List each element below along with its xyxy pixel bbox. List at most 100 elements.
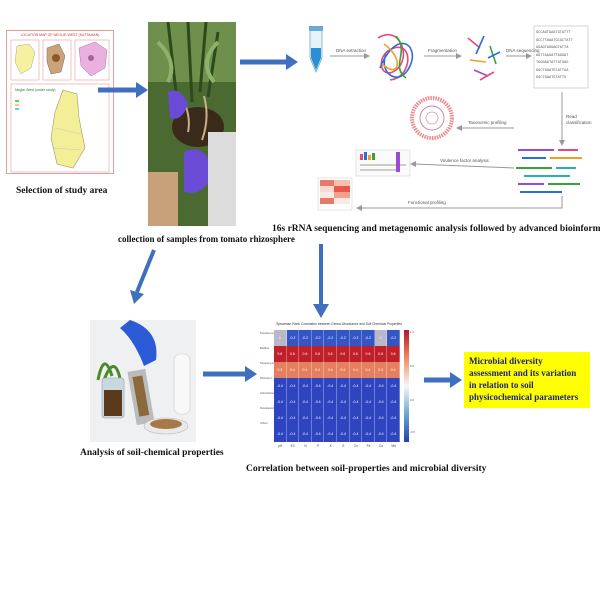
sequence-line: GGCTGAATGTATTGA: [536, 68, 569, 73]
heatmap-cell: -0.4: [311, 426, 325, 442]
heatmap-cell: 0.4: [311, 362, 325, 378]
caption-study-area: Selection of study area: [16, 186, 108, 196]
heatmap-cell: -0.4: [374, 426, 388, 442]
heatmap-cell: -0.4: [362, 378, 375, 394]
heatmap-cell: -0.2: [299, 330, 312, 346]
heatmap-cell: 0.6: [299, 346, 312, 362]
heatmap-cell: 0.6: [337, 346, 350, 362]
sequence-line: GGAGTGGGAGTATTA: [536, 46, 569, 50]
study-area-map-panel: LOCATION MAP OF NEGLIE-WEST (KATTAMAN) N…: [6, 30, 114, 174]
column-label: EC: [290, 444, 296, 448]
heatmap-cell: -0.4: [387, 410, 400, 426]
row-label: Arthrobacter: [260, 392, 275, 395]
column-label: Cu: [379, 444, 384, 448]
heatmap-cell: -0.4: [337, 410, 350, 426]
colorbar-tick: 1.0: [410, 330, 414, 334]
heatmap-cell: 0: [274, 330, 287, 346]
heatmap-cell: -0.4: [374, 394, 388, 410]
heatmap-cell: -0.4: [387, 426, 400, 442]
heatmap-cell: -0.4: [362, 410, 375, 426]
heatmap-cell: -0.4: [374, 410, 388, 426]
heatmap-colorbar: [404, 330, 409, 442]
label-fragmentation: Fragmentation: [428, 48, 458, 53]
heatmap-cell: -0.4: [274, 378, 287, 394]
heatmap-cell: -0.4: [324, 410, 337, 426]
heatmap-cell: 0.6: [274, 346, 287, 362]
label-virulence-analysis: Virulence factor analysis: [440, 158, 489, 163]
heatmap-cell: -0.4: [286, 378, 300, 394]
heatmap-cell: 0.4: [362, 362, 375, 378]
row-label: Bacillus: [260, 347, 269, 350]
heatmap-cell: -0.4: [337, 426, 350, 442]
heatmap-cell: -0.4: [387, 394, 400, 410]
heatmap-cell: -0.4: [387, 378, 400, 394]
colorbar-tick: -0.5: [410, 430, 415, 434]
heatmap-cell: -0.4: [324, 378, 337, 394]
heatmap-cell: -0.4: [274, 426, 287, 442]
heatmap-cell: -0.2: [286, 330, 300, 346]
sequencing-pipeline: DNA extraction Fragmentation DNA sequenc…: [300, 18, 592, 218]
heatmap-cell: 0.6: [286, 346, 300, 362]
heatmap-cell: -0.2: [349, 330, 363, 346]
heatmap-cell: 0.3: [274, 362, 287, 378]
column-label: Fe: [366, 444, 371, 448]
pipeline-graphics: [309, 25, 589, 211]
heatmap-cell: -0.4: [337, 394, 350, 410]
column-label: N: [304, 444, 307, 448]
label-functional-profiling: Functional profiling: [408, 200, 446, 205]
map-drawings: [10, 39, 110, 173]
heatmap-cell: 0.3: [374, 362, 388, 378]
heatmap-cell: 0.4: [337, 362, 350, 378]
heatmap-cell: -0.2: [324, 330, 337, 346]
heatmap-cell: -0.4: [299, 394, 312, 410]
heatmap-cell: 0.6: [324, 346, 337, 362]
arrow-map-to-collection: [98, 82, 148, 98]
arrow-sequencing-to-correlation: [313, 244, 329, 318]
heatmap-cell: -0.4: [349, 378, 363, 394]
row-label: Flavobacterium: [260, 407, 278, 410]
column-label: Mn: [391, 444, 396, 448]
caption-correlation: Correlation between soil-properties and …: [246, 464, 487, 474]
heatmap-cell: -0.4: [311, 410, 325, 426]
heatmap-cell: -0.4: [299, 426, 312, 442]
correlation-heatmap: Spearman Rank Correlation between Genus …: [260, 322, 418, 456]
colorbar-tick: 0.0: [410, 398, 414, 402]
soil-chemistry-photo: [90, 320, 196, 442]
column-label: pH: [278, 444, 283, 448]
column-label: K: [329, 444, 332, 448]
arrow-correlation-to-result: [424, 372, 462, 388]
heatmap-cell: -0.4: [286, 410, 300, 426]
row-label: Rhizobium: [260, 377, 273, 380]
heatmap-cell: -0.4: [349, 426, 363, 442]
sequence-reads-box: GCCAGTAAATGTATTT GCCTTAAATGCGCTATT GGAGT…: [536, 30, 588, 83]
label-dna-sequencing: DNA sequencing: [506, 48, 540, 53]
heatmap-title: Spearman Rank Correlation between Genus …: [276, 322, 402, 326]
heatmap-cell: -0.4: [274, 410, 287, 426]
column-label: Zn: [354, 444, 358, 448]
heatmap-cell: -0.4: [274, 394, 287, 410]
heatmap-cell: 0: [374, 330, 388, 346]
heatmap-cell: 0.4: [349, 362, 363, 378]
heatmap-cell: -0.4: [299, 410, 312, 426]
heatmap-cell: 0.4: [324, 362, 337, 378]
label-taxonomic-profiling: Taxonomic profiling: [468, 120, 507, 125]
heatmap-cell: 0.6: [311, 346, 325, 362]
heatmap-cell: -0.4: [362, 426, 375, 442]
heatmap-cell: -0.4: [299, 378, 312, 394]
arrow-collection-to-soil-chem: [130, 249, 156, 304]
heatmap-cell: -0.4: [286, 426, 300, 442]
row-label: Others: [260, 422, 268, 425]
heatmap-cell: 0.6: [349, 346, 363, 362]
map-subtitle: Neglie-West (under study): [15, 88, 56, 92]
row-label: Pseudomonas: [260, 332, 277, 335]
result-box: Microbial diversity assessment and its v…: [464, 352, 590, 408]
column-label: P: [317, 444, 320, 448]
heatmap-cell: 0.4: [286, 362, 300, 378]
sequence-line: GCCAGTAAATGTATTT: [536, 31, 571, 35]
heatmap-cell: -0.4: [337, 378, 350, 394]
heatmap-cell: -0.4: [311, 378, 325, 394]
heatmap-cell: 0.4: [299, 362, 312, 378]
caption-sample-collection: collection of samples from tomato rhizos…: [118, 234, 295, 244]
heatmap-cell: -0.4: [374, 378, 388, 394]
